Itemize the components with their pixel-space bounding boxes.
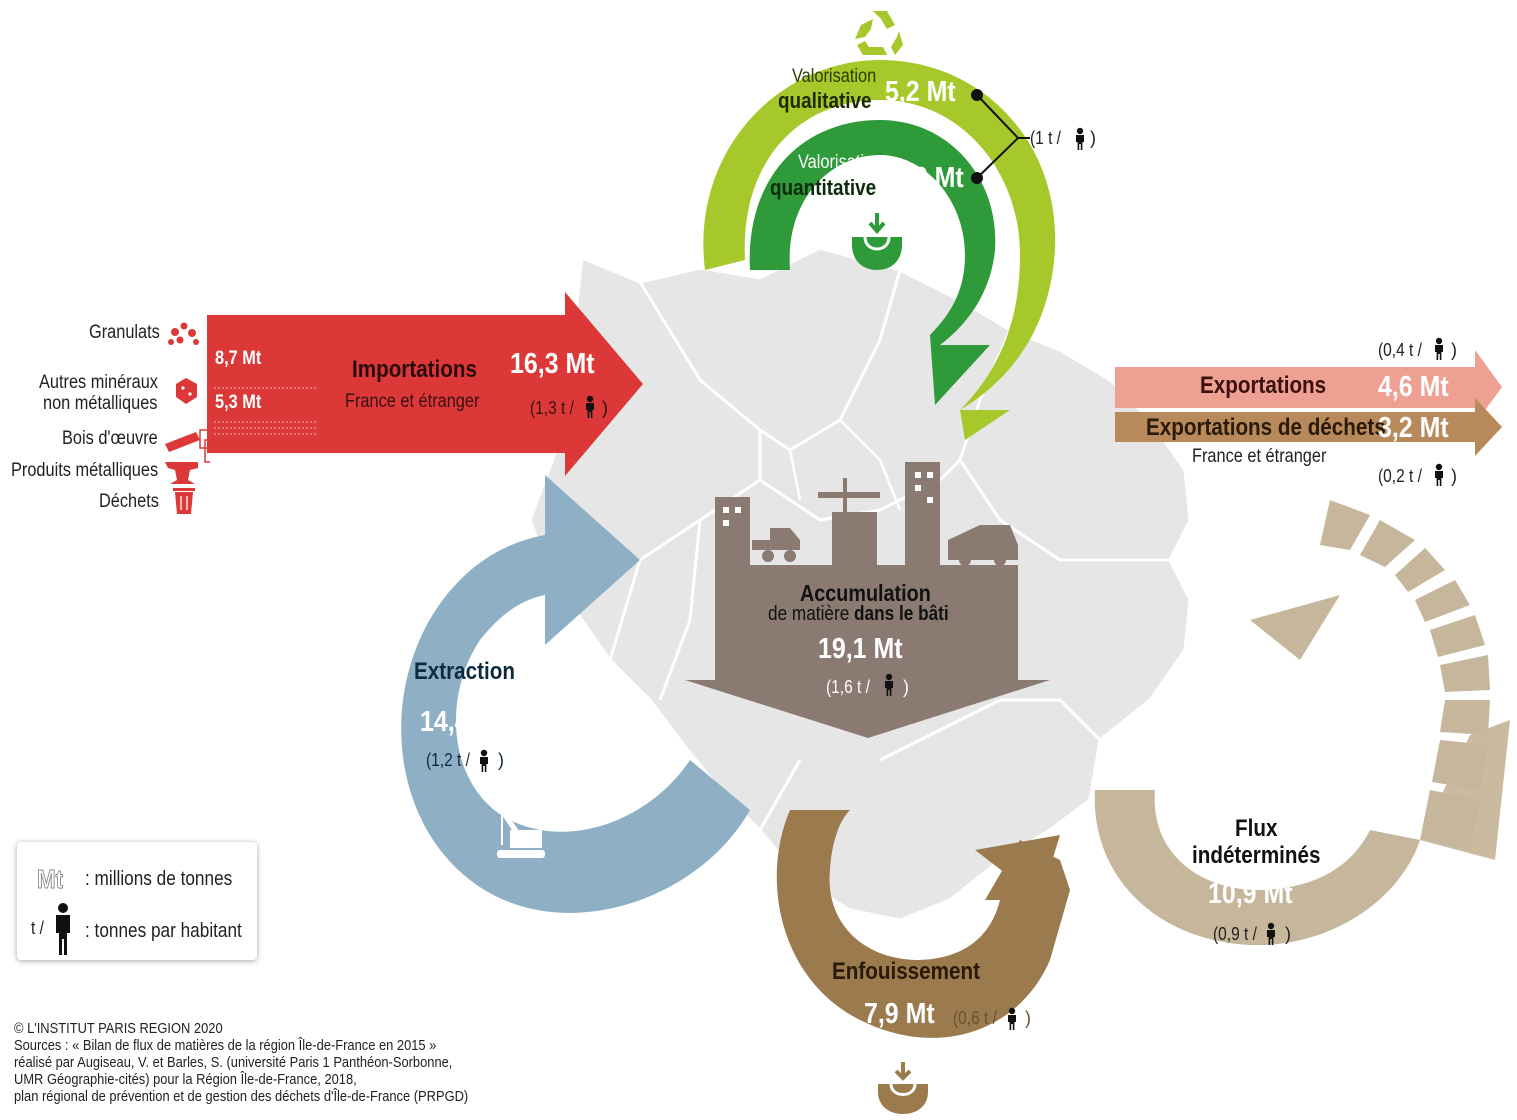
flux-indetermines-arrow [1094, 500, 1510, 946]
sources-block: © L'INSTITUT PARIS REGION 2020 Sources :… [14, 1020, 468, 1105]
accumulation-subtitle-pre: de matière [768, 603, 855, 625]
valorisation-quantitative-label1: Valorisation [798, 152, 883, 173]
gravel-icon [168, 322, 199, 345]
valorisation-qualitative-value: 5,2 Mt [885, 76, 956, 108]
importations-per-capita: (1,3 t / [530, 398, 574, 418]
exportations-dechets-per-capita: (0,2 t / [1378, 466, 1422, 486]
person-icon [1435, 463, 1443, 486]
landfill-icon-bottom [878, 1062, 928, 1114]
person-icon [480, 749, 488, 772]
accumulation-subtitle-bold: dans le bâti [854, 603, 949, 625]
input-dechets: Déchets [99, 491, 159, 512]
valorisation-qualitative-label1: Valorisation [792, 66, 877, 87]
input-bois: Bois d'œuvre [62, 428, 158, 449]
person-icon [1008, 1007, 1016, 1030]
accumulation-subtitle: de matière dans le bâti [768, 603, 949, 626]
input-autres-mineraux-2: non métalliques [43, 393, 158, 414]
importations-value: 16,3 Mt [510, 348, 595, 380]
crane-icon [497, 810, 545, 858]
valorisation-arrows [703, 60, 1056, 440]
valorisation-connector [971, 89, 1030, 184]
importations-arrow [199, 292, 643, 476]
legend-t-text: : tonnes par habitant [85, 920, 242, 942]
flux-title1: Flux [1235, 815, 1278, 842]
source-line-1: Sources : « Bilan de flux de matières de… [14, 1037, 437, 1054]
trash-icon [173, 488, 195, 514]
exportations-dechets-title: Exportations de déchets [1146, 414, 1386, 441]
accumulation-per-capita-close: ) [903, 677, 909, 697]
exportations-per-capita-close: ) [1451, 340, 1457, 360]
accumulation-arrow [685, 462, 1050, 738]
input-autres-mineraux-1: Autres minéraux [39, 372, 158, 393]
wood-icon [165, 432, 200, 452]
importations-per-capita-close: ) [602, 398, 608, 418]
legend-mt-text: : millions de tonnes [85, 868, 233, 890]
copyright: © L'INSTITUT PARIS REGION 2020 [14, 1020, 223, 1037]
importations-subtitle: France et étranger [345, 391, 480, 412]
legend-t-symbol: t / [31, 918, 44, 938]
valorisation-qualitative-label2: qualitative [778, 88, 872, 113]
flux-per-capita: (0,9 t / [1213, 924, 1257, 944]
enfouissement-per-capita: (0,6 t / [953, 1008, 997, 1028]
extraction-per-capita: (1,2 t / [426, 750, 470, 770]
recycle-icon [855, 11, 903, 55]
exportations-title: Exportations [1200, 372, 1327, 399]
flux-value: 10,9 Mt [1208, 878, 1293, 910]
landfill-icon [852, 213, 902, 270]
extraction-title: Extraction [414, 658, 515, 685]
exportations-subtitle: France et étranger [1192, 446, 1327, 467]
anvil-icon [165, 462, 198, 484]
accumulation-value: 19,1 Mt [818, 633, 903, 665]
exportations-dechets-per-capita-close: ) [1451, 466, 1457, 486]
valorisation-per-capita: (1 t / [1030, 128, 1061, 148]
exportations-arrow [1115, 350, 1502, 424]
person-icon [56, 903, 70, 955]
exportations-per-capita: (0,4 t / [1378, 340, 1422, 360]
accumulation-per-capita: (1,6 t / [826, 677, 870, 697]
flux-per-capita-close: ) [1285, 924, 1291, 944]
extraction-value: 14,4 Mt [420, 706, 505, 738]
accumulation-title: Accumulation [800, 580, 931, 606]
person-icon [1435, 337, 1443, 360]
import-granulats-value: 8,7 Mt [215, 348, 262, 369]
source-line-2: réalisé par Augiseau, V. et Barles, S. (… [14, 1054, 453, 1071]
person-icon [1076, 127, 1084, 150]
source-line-3: UMR Géographie-cités) pour la Région Île… [14, 1071, 357, 1088]
input-produits-metalliques: Produits métalliques [11, 460, 159, 481]
enfouissement-per-capita-close: ) [1025, 1008, 1031, 1028]
legend-box: Mt : millions de tonnes t / : tonnes par… [17, 842, 257, 960]
extraction-arrow [401, 475, 750, 913]
valorisation-quantitative-value: 6,3 Mt [893, 162, 964, 194]
extraction-per-capita-close: ) [498, 750, 504, 770]
enfouissement-value: 7,9 Mt [864, 998, 935, 1030]
valorisation-quantitative-label2: quantitative [770, 175, 877, 200]
source-line-4: plan régional de prévention et de gestio… [14, 1088, 469, 1105]
exportations-value: 4,6 Mt [1378, 371, 1449, 403]
exportations-dechets-value: 3,2 Mt [1378, 412, 1449, 444]
enfouissement-arrow [776, 810, 1070, 1038]
input-granulats: Granulats [89, 322, 160, 343]
mineral-icon [176, 378, 197, 404]
import-mineraux-value: 5,3 Mt [215, 392, 262, 413]
exportations-dechets-arrow [1115, 398, 1502, 456]
importations-title: Importations [352, 356, 477, 383]
enfouissement-title: Enfouissement [832, 958, 980, 985]
flux-title2: indéterminés [1192, 842, 1321, 869]
valorisation-per-capita-close: ) [1090, 128, 1096, 148]
legend-mt-symbol: Mt [37, 864, 64, 895]
